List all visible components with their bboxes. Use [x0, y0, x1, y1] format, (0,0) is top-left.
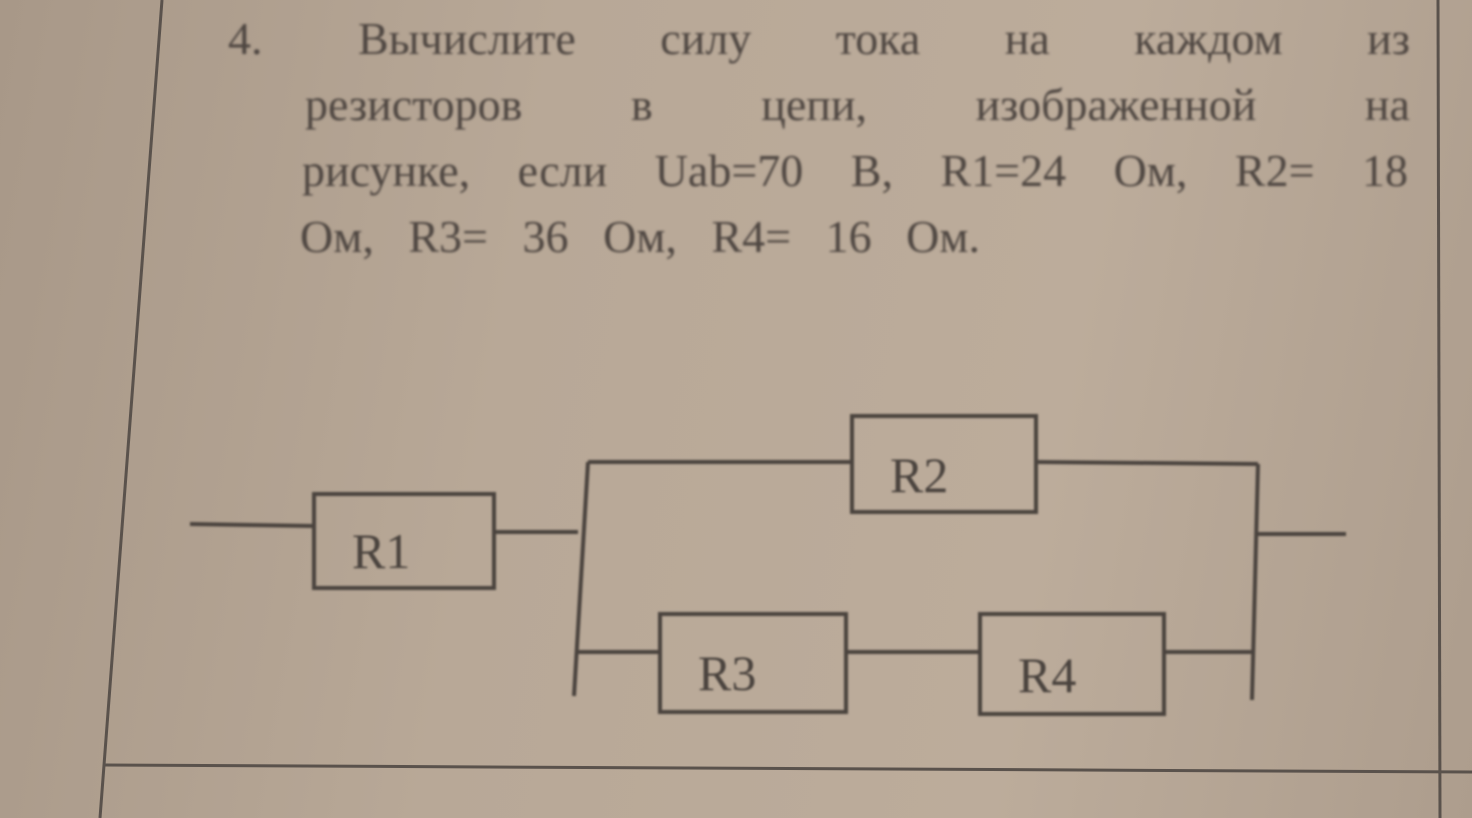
- text-line-3: рисунке, если Uab=70 В, R1=24 Ом, R2= 18: [302, 144, 1408, 197]
- wire: [572, 461, 590, 697]
- text-line-4: Ом, R3= 36 Ом, R4= 16 Ом.: [300, 210, 980, 263]
- word: Ом,: [300, 211, 374, 262]
- word: 36: [522, 211, 569, 262]
- word: R1=24: [940, 145, 1067, 196]
- word: каждом: [1134, 13, 1283, 64]
- word: рисунке,: [302, 145, 471, 196]
- resistor-r1: [312, 492, 496, 590]
- word: 16: [825, 211, 872, 262]
- word: резисторов: [305, 79, 523, 130]
- word: 18: [1362, 145, 1408, 196]
- word: из: [1367, 13, 1410, 64]
- wire: [1035, 460, 1259, 466]
- right-border: [1436, 0, 1442, 818]
- resistor-r3: [658, 612, 848, 714]
- label-r1: R1: [352, 523, 410, 579]
- text-line-1: Вычислите силу тока на каждом из: [358, 12, 1410, 65]
- bottom-border: [104, 763, 1472, 774]
- wire: [189, 522, 315, 528]
- resistor-r4: [978, 612, 1166, 716]
- problem-number: 4.: [228, 13, 263, 64]
- left-border: [98, 0, 164, 818]
- wire: [1250, 463, 1260, 701]
- word: если: [517, 145, 608, 196]
- label-r3: R3: [698, 645, 756, 701]
- word: тока: [835, 13, 921, 64]
- word: в: [630, 79, 653, 130]
- word: R2=: [1234, 145, 1315, 196]
- label-r4: R4: [1018, 647, 1076, 703]
- word: R3=: [408, 211, 488, 262]
- word: Вычислите: [358, 13, 576, 64]
- label-r2: R2: [890, 447, 948, 503]
- word: Ом,: [603, 211, 677, 262]
- word: Uab=70: [654, 145, 804, 196]
- word: Ом.: [906, 211, 980, 262]
- word: цепи,: [761, 79, 868, 130]
- word: силу: [660, 13, 752, 64]
- word: изображенной: [975, 79, 1257, 130]
- word: Ом,: [1113, 145, 1188, 196]
- word: R4=: [711, 211, 792, 262]
- word: на: [1004, 13, 1050, 64]
- text-line-2: резисторов в цепи, изображенной на: [305, 78, 1410, 131]
- word: на: [1364, 79, 1410, 130]
- word: В,: [850, 145, 893, 196]
